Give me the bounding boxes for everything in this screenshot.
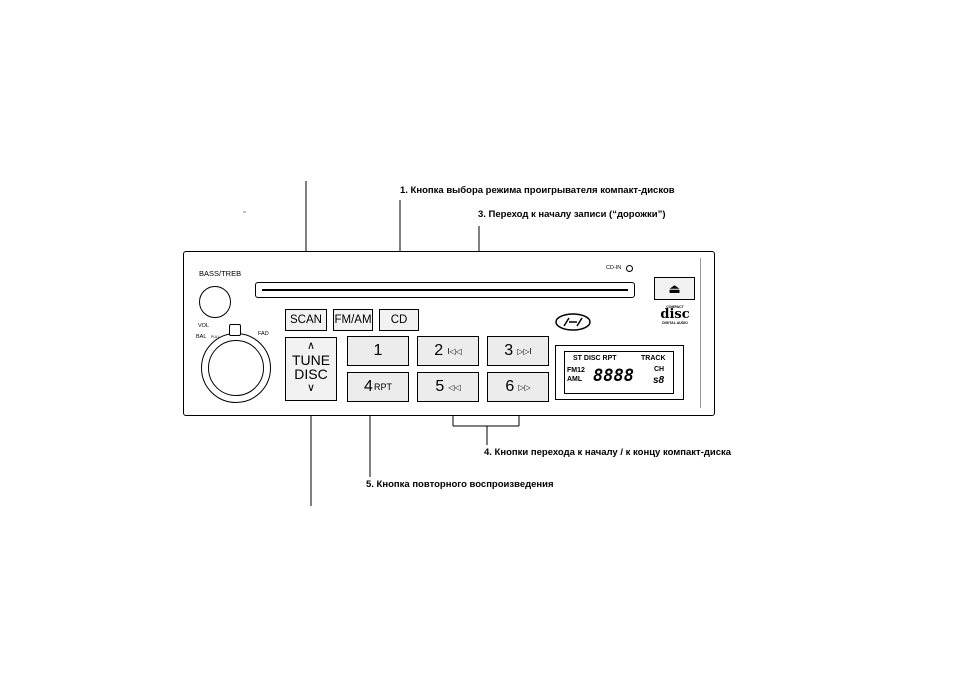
preset-number: 2 bbox=[434, 342, 444, 359]
bass-treb-label: BASS/TREB bbox=[199, 269, 242, 278]
rpt-label: RPT bbox=[373, 382, 392, 392]
volume-knob-inner-ring bbox=[208, 340, 264, 396]
brand-logo-icon bbox=[555, 313, 591, 331]
preset-4-button[interactable]: 4 RPT bbox=[347, 372, 409, 402]
tune-up-icon[interactable]: ∧ bbox=[306, 340, 316, 352]
track-next-icon: ▷▷I bbox=[517, 346, 532, 356]
callout-5: 5. Кнопка повторного воспроизведения bbox=[366, 479, 554, 490]
lcd-digits: 8888 bbox=[593, 366, 634, 386]
pull-label: PULL bbox=[211, 335, 220, 339]
rewind-icon: ◁◁ bbox=[448, 382, 461, 392]
eject-icon: ⏏ bbox=[668, 280, 681, 296]
lcd-display: ST DISC RPT TRACK FM12 AML 8888 CH s8 bbox=[555, 345, 684, 400]
logo-line-3: DIGITAL AUDIO bbox=[662, 321, 688, 325]
lcd-small-digits: s8 bbox=[653, 375, 665, 386]
logo-line-1: COMPACT bbox=[666, 305, 684, 309]
fast-forward-icon: ▷▷ bbox=[518, 382, 531, 392]
eject-button[interactable]: ⏏ bbox=[654, 277, 695, 300]
preset-number: 6 bbox=[505, 378, 515, 395]
preset-1-button[interactable]: 1 bbox=[347, 336, 409, 366]
lcd-row1: ST DISC RPT bbox=[573, 355, 617, 362]
tune-label: TUNE bbox=[291, 352, 331, 368]
scan-button[interactable]: SCAN bbox=[285, 309, 327, 331]
lcd-aml: AML bbox=[567, 376, 583, 383]
cd-in-label: CD-IN bbox=[606, 265, 622, 271]
lcd-ch: CH bbox=[654, 366, 665, 373]
compact-disc-logo: COMPACT disc DIGITAL AUDIO bbox=[655, 305, 695, 331]
disc-label: DISC bbox=[294, 366, 328, 382]
preset-number: 5 bbox=[435, 378, 445, 395]
callout-3: 3. Переход к началу записи (“дорожки”) bbox=[478, 209, 666, 220]
preset-6-button[interactable]: 6 ▷▷ bbox=[487, 372, 549, 402]
logo-line-2: disc bbox=[660, 307, 690, 322]
track-prev-icon: I◁◁ bbox=[447, 346, 462, 356]
preset-3-button[interactable]: 3 ▷▷I bbox=[487, 336, 549, 366]
tune-disc-button[interactable]: ∧ TUNE DISC ∨ bbox=[285, 337, 337, 401]
bal-label: BAL bbox=[196, 334, 207, 340]
cd-slot-groove bbox=[262, 289, 628, 291]
cd-in-indicator bbox=[626, 265, 633, 272]
fm-am-button[interactable]: FM/AM bbox=[333, 309, 373, 331]
lcd-screen: ST DISC RPT TRACK FM12 AML 8888 CH s8 bbox=[564, 351, 674, 394]
lcd-fm12: FM12 bbox=[567, 367, 585, 374]
vol-label: VOL bbox=[198, 323, 210, 329]
preset-number: 4 bbox=[364, 378, 373, 395]
preset-5-button[interactable]: 5 ◁◁ bbox=[417, 372, 479, 402]
panel-inner-line bbox=[700, 258, 701, 408]
fad-label: FAD bbox=[258, 331, 269, 337]
callout-4: 4. Кнопки перехода к началу / к концу ко… bbox=[484, 447, 732, 458]
lcd-track: TRACK bbox=[641, 355, 666, 362]
bass-treb-knob[interactable] bbox=[199, 286, 231, 318]
preset-number: 1 bbox=[373, 342, 383, 359]
tune-down-icon[interactable]: ∨ bbox=[306, 382, 316, 394]
preset-2-button[interactable]: 2 I◁◁ bbox=[417, 336, 479, 366]
preset-number: 3 bbox=[504, 342, 514, 359]
balance-tab[interactable] bbox=[229, 324, 241, 336]
callout-1: 1. Кнопка выбора режима проигрывателя ко… bbox=[400, 185, 675, 196]
cd-button[interactable]: CD bbox=[379, 309, 419, 331]
